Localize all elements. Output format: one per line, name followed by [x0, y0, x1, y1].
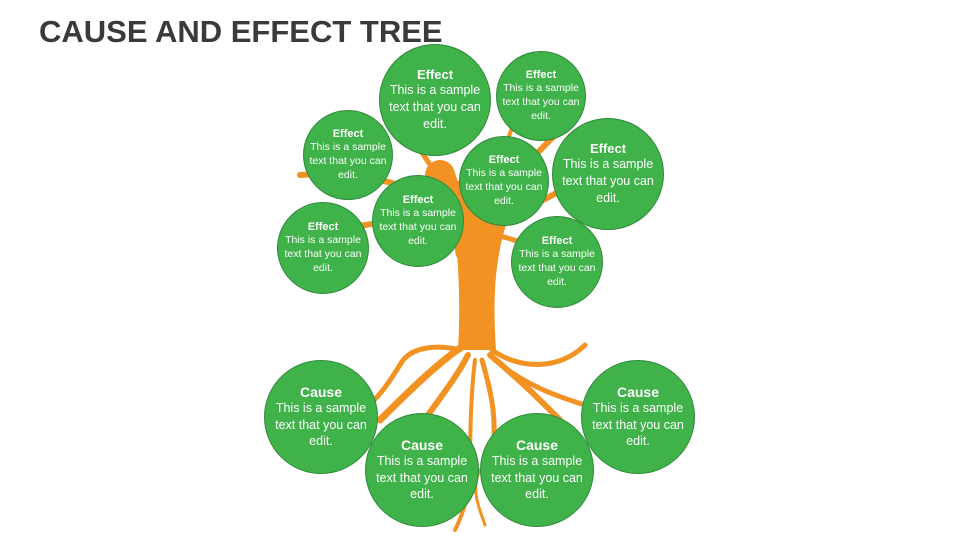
effect-circle-text: This is a sample text that you can edit.	[309, 140, 387, 182]
effect-circle-text: This is a sample text that you can edit.	[518, 247, 596, 289]
effect-circle-heading: Effect	[332, 127, 364, 140]
effect-circle-text: This is a sample text that you can edit.	[379, 206, 457, 248]
effect-circle-heading: Effect	[541, 234, 573, 247]
cause-circle-text: This is a sample text that you can edit.	[491, 453, 583, 502]
cause-circle-heading: Cause	[299, 383, 343, 400]
cause-circle-heading: Cause	[515, 436, 559, 453]
effect-circle-text: This is a sample text that you can edit.	[389, 83, 481, 131]
effect-circle-heading: Effect	[402, 193, 434, 206]
slide-title: CAUSE AND EFFECT TREE	[39, 14, 443, 49]
effect-circle-heading: Effect	[589, 141, 627, 157]
effect-circle-heading: Effect	[488, 153, 520, 166]
cause-circle-heading: Cause	[400, 436, 444, 453]
cause-circle-text: This is a sample text that you can edit.	[592, 400, 684, 449]
cause-circle-text: This is a sample text that you can edit.	[275, 400, 367, 449]
effect-circle-text: This is a sample text that you can edit.	[502, 81, 580, 123]
effect-circle-heading: Effect	[416, 67, 454, 83]
effect-circle-text: This is a sample text that you can edit.	[284, 233, 362, 275]
effect-circle-text: This is a sample text that you can edit.	[562, 157, 654, 205]
cause-circle-text: This is a sample text that you can edit.	[376, 453, 468, 502]
cause-circle-heading: Cause	[616, 383, 660, 400]
effect-circle-text: This is a sample text that you can edit.	[465, 166, 543, 208]
effect-circle-heading: Effect	[525, 68, 557, 81]
effect-circle-heading: Effect	[307, 220, 339, 233]
